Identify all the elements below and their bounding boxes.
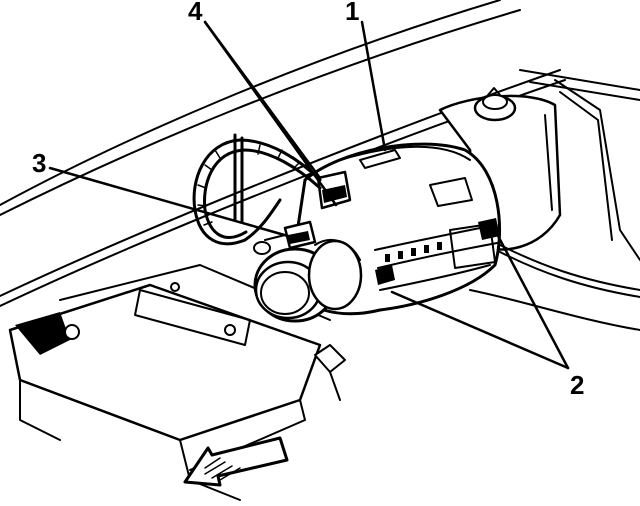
callout-2: 2 — [570, 370, 584, 400]
sensor-connector — [253, 170, 352, 255]
leader-2-b — [494, 230, 570, 370]
clip-row — [385, 242, 442, 262]
leader-4-b — [203, 20, 338, 207]
right-harness — [499, 244, 640, 298]
latch-right — [478, 218, 500, 240]
right-fender — [469, 79, 640, 331]
callout-4: 4 — [188, 0, 203, 26]
leader-1 — [360, 20, 387, 152]
hose-clamp — [314, 344, 346, 401]
leader-lines — [48, 20, 570, 370]
arrow-icon — [183, 436, 289, 487]
leader-2-a — [390, 290, 570, 370]
leader-3 — [48, 166, 290, 238]
callout-3: 3 — [32, 148, 46, 178]
latch-left — [375, 265, 395, 285]
callout-1: 1 — [345, 0, 359, 26]
intake-outlet — [253, 239, 363, 323]
harness-ribbing — [197, 144, 301, 226]
wiring-harness-loop — [192, 133, 322, 246]
